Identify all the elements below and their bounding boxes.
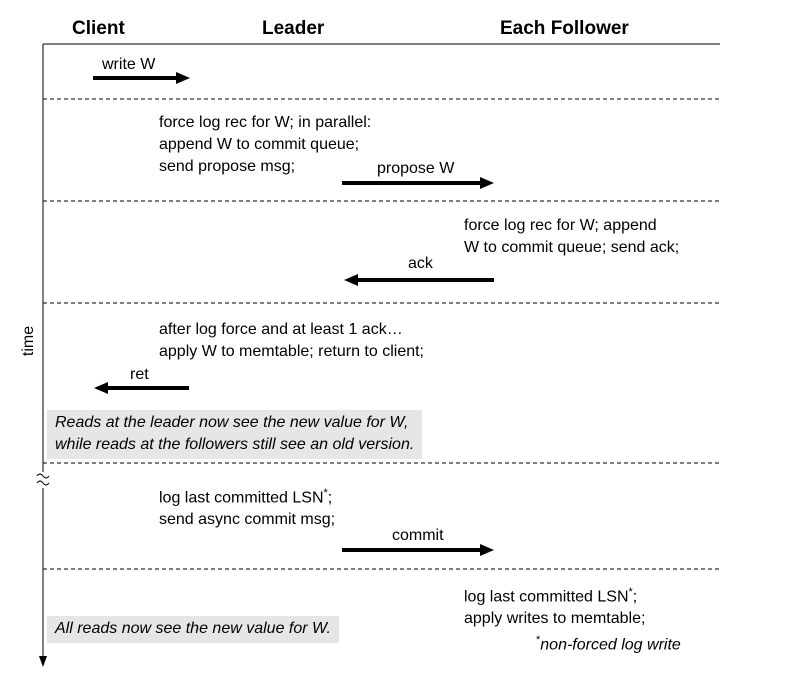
write-label: write W (102, 56, 156, 73)
header-each-follower: Each Follower (500, 18, 629, 39)
leader-force-text: force log rec for W; in parallel: append… (159, 112, 371, 178)
leader-commit-text: log last committed LSN*; send async comm… (159, 482, 335, 531)
leader-note-line-1: Reads at the leader now see the new valu… (55, 414, 409, 431)
footnote-marker: * (536, 634, 541, 646)
write-arrow (93, 72, 190, 84)
header-leader: Leader (262, 18, 325, 39)
follower-commit-line-2: apply writes to memtable; (464, 610, 646, 628)
leader-note-line-2: while reads at the followers still see a… (55, 436, 415, 453)
follower-commit-line-1: log last committed LSN*; (464, 586, 638, 606)
follower-force-text: force log rec for W; append W to commit … (464, 215, 679, 259)
footnote-marker: * (323, 487, 328, 499)
step-separators (43, 98, 720, 570)
final-reads-note: All reads now see the new value for W. (47, 616, 339, 643)
leader-apply-line-1: after log force and at least 1 ack… (159, 321, 403, 338)
footnote-text: non-forced log write (540, 636, 681, 654)
ret-arrow (94, 382, 189, 394)
commit-arrow (342, 544, 494, 556)
leader-commit-line-1: log last committed LSN*; (159, 487, 333, 507)
follower-force-line-2: W to commit queue; send ack; (464, 239, 680, 256)
time-axis-label: time (20, 325, 38, 357)
leader-force-line-1: force log rec for W; in parallel: (159, 114, 372, 131)
footnote-marker: * (628, 586, 633, 598)
leader-commit-line-2: send async commit msg; (159, 511, 336, 529)
time-axis-arrowhead (39, 656, 47, 667)
footnote: *non-forced log write (536, 634, 681, 654)
axis-break-mark-2 (36, 480, 50, 486)
leader-force-line-3: send propose msg; (159, 158, 296, 175)
leader-apply-text: after log force and at least 1 ack… appl… (159, 319, 424, 363)
leader-apply-line-2: apply W to memtable; return to client; (159, 343, 424, 360)
follower-force-line-1: force log rec for W; append (464, 217, 657, 234)
propose-arrow (342, 177, 494, 189)
ack-label: ack (408, 255, 433, 272)
leader-reads-note: Reads at the leader now see the new valu… (47, 410, 423, 459)
header-client: Client (72, 18, 125, 39)
propose-label: propose W (377, 160, 455, 177)
leader-force-line-2: append W to commit queue; (159, 136, 360, 153)
follower-commit-text: log last committed LSN*; apply writes to… (464, 581, 645, 630)
ret-label: ret (130, 366, 149, 383)
ack-arrow (344, 274, 494, 286)
commit-label: commit (392, 527, 444, 544)
axis-break-mark-1 (36, 473, 50, 479)
